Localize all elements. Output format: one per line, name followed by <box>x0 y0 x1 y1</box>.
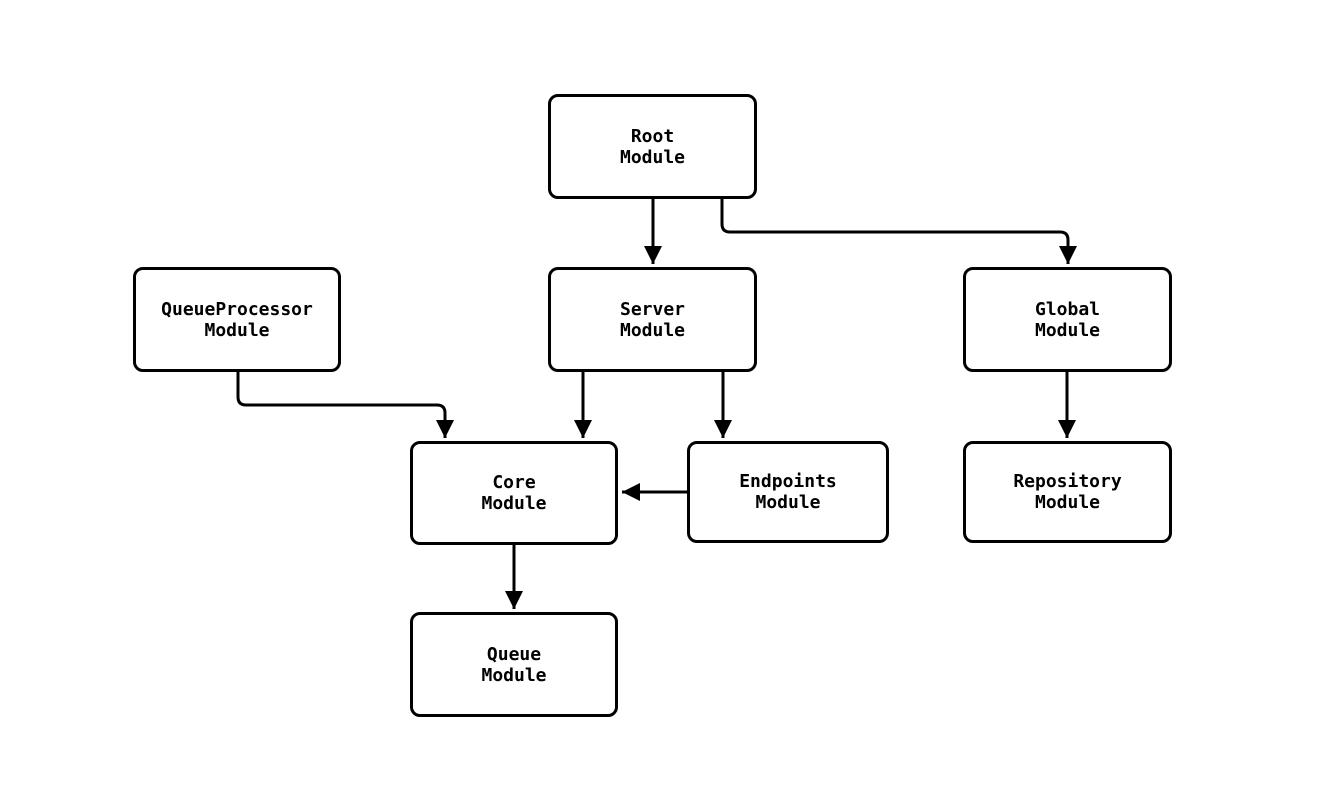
node-queue-module: Queue Module <box>410 612 618 717</box>
node-endpoints-module: Endpoints Module <box>687 441 889 543</box>
edge-queueprocessor-to-core <box>236 372 454 438</box>
node-label: Module <box>481 493 547 514</box>
node-label: QueueProcessor <box>161 298 313 320</box>
node-core-module: Core Module <box>410 441 618 545</box>
node-label: Repository <box>1013 471 1122 492</box>
node-label: Queue <box>486 643 542 665</box>
node-label: Module <box>619 146 686 168</box>
node-label: Module <box>1034 492 1101 513</box>
node-label: Root <box>630 125 675 147</box>
node-label: Module <box>1034 319 1101 341</box>
node-global-module: Global Module <box>963 267 1172 372</box>
node-label: Core <box>492 472 536 493</box>
node-label: Module <box>204 319 270 341</box>
node-label: Endpoints <box>739 471 837 492</box>
node-queueprocessor-module: QueueProcessor Module <box>133 267 341 372</box>
node-label: Module <box>619 319 686 341</box>
node-label: Module <box>481 664 547 686</box>
node-label: Module <box>755 492 821 513</box>
node-root-module: Root Module <box>548 94 757 199</box>
node-repository-module: Repository Module <box>963 441 1172 543</box>
node-server-module: Server Module <box>548 267 757 372</box>
edge-root-to-global <box>720 199 1077 264</box>
node-label: Server <box>619 298 686 320</box>
node-label: Global <box>1034 298 1101 320</box>
